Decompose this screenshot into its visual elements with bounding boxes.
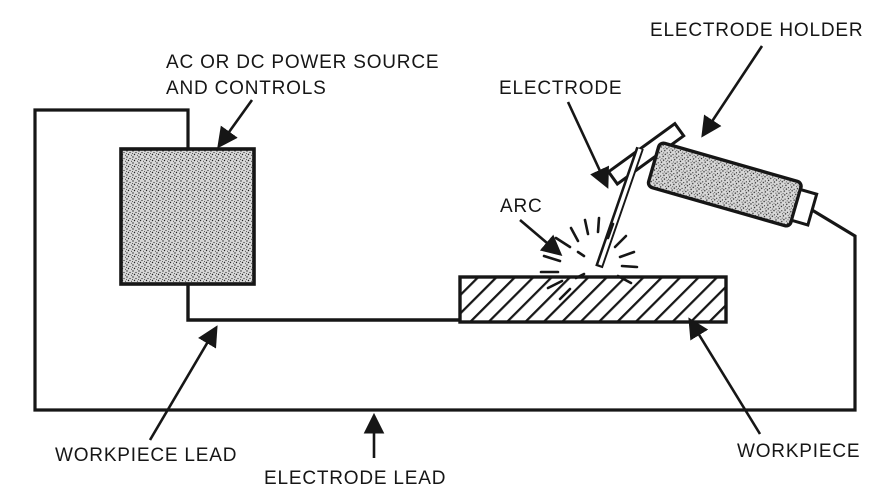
arc-label: ARC	[500, 196, 543, 217]
annotation-arrows	[148, 45, 764, 458]
spark	[542, 254, 562, 263]
electrode-lead-label: ELECTRODE LEAD	[264, 468, 446, 489]
spark	[618, 250, 636, 259]
electrode-rod	[595, 146, 644, 269]
spark	[546, 279, 564, 290]
electrode-arrow	[566, 101, 609, 189]
arc-sparks	[539, 216, 639, 301]
spark	[620, 264, 639, 269]
workpiece-arrow	[688, 317, 762, 435]
spark	[574, 272, 586, 280]
electrode-holder-arrow	[701, 45, 764, 138]
spark	[583, 218, 590, 236]
holder-jaw	[606, 121, 686, 187]
spark	[616, 274, 633, 285]
spark	[558, 287, 572, 301]
power-source-arrow	[217, 99, 254, 149]
workpiece-lead-label: WORKPIECE LEAD	[55, 445, 237, 466]
power-source-box	[119, 147, 256, 286]
electrode-rod-core	[598, 148, 642, 266]
spark	[606, 222, 615, 240]
electrode-label: ELECTRODE	[499, 78, 622, 99]
power-source-label-line2: AND CONTROLS	[166, 78, 327, 99]
spark	[613, 234, 628, 249]
power-source-label-line1: AC OR DC POWER SOURCE	[166, 52, 439, 73]
electrode-lead-wire	[33, 108, 857, 412]
holder-end-cap	[789, 187, 819, 227]
workpiece-lead-wire	[186, 282, 461, 322]
spark	[576, 250, 586, 258]
workpiece-lead-arrow	[148, 325, 218, 441]
spark	[596, 216, 601, 234]
workpiece-plate	[458, 275, 728, 324]
electrode-holder-label: ELECTRODE HOLDER	[650, 20, 863, 41]
electrode-holder-group	[606, 121, 819, 228]
arc-arrow	[519, 219, 563, 257]
spark	[569, 226, 580, 243]
workpiece-label: WORKPIECE	[737, 441, 860, 462]
